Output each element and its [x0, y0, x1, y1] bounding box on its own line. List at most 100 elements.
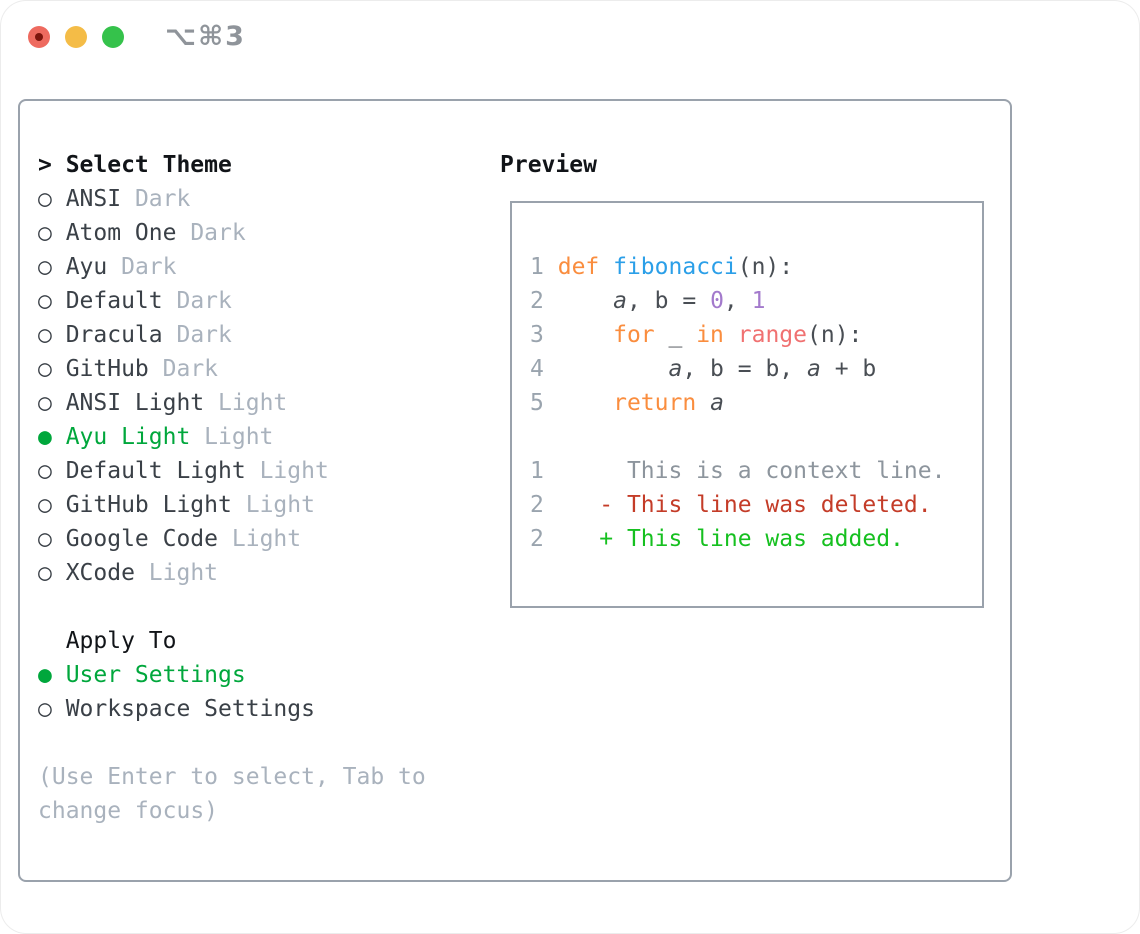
line-number: 4	[530, 356, 544, 382]
apply-option-label: User Settings	[65, 662, 246, 688]
code-token: a	[806, 356, 821, 382]
theme-item-ayu-dark[interactable]: ○Ayu Dark	[38, 250, 478, 284]
theme-name: GitHub	[65, 356, 149, 382]
radio-selected-icon: ●	[38, 662, 52, 688]
apply-to-options: ● User Settings ○Workspace Settings	[38, 658, 478, 726]
code-token: a	[613, 288, 627, 314]
apply-to-header: Apply To	[65, 628, 177, 654]
code-token	[696, 390, 710, 416]
theme-name: Default	[65, 288, 163, 314]
diff-text: This is a context line.	[543, 458, 946, 484]
theme-variant: Light	[231, 526, 302, 552]
theme-name: Atom One	[65, 220, 177, 246]
theme-item-google-code-light[interactable]: ○ Google Code Light	[38, 522, 478, 556]
theme-item-ansi-dark[interactable]: ○ ANSI Dark	[38, 182, 478, 216]
theme-item-github-dark[interactable]: ○ GitHub Dark	[38, 352, 478, 386]
maximize-button[interactable]	[102, 26, 124, 48]
code-token: return	[613, 390, 697, 416]
code-token	[558, 390, 613, 416]
select-theme-header: > Select Theme	[38, 148, 478, 182]
radio-icon: ○	[38, 696, 52, 722]
theme-variant: Dark	[134, 186, 191, 212]
theme-variant: Light	[218, 390, 288, 416]
diff-line-context: 1 This is a context line.	[530, 454, 945, 488]
spacer	[38, 590, 478, 624]
theme-variant: Dark	[190, 220, 246, 246]
code-token: ,	[723, 288, 752, 314]
code-line: 4 a, b = b, a + b	[530, 352, 945, 386]
code-line: 3 for _ in range(n):	[530, 318, 945, 352]
radio-icon: ○	[38, 356, 52, 382]
blank-line	[530, 420, 945, 454]
theme-item-ansi-light-light[interactable]: ○ANSI Light Light	[38, 386, 478, 420]
theme-item-dracula-dark[interactable]: ○ Dracula Dark	[38, 318, 478, 352]
line-number: 5	[530, 390, 544, 416]
diff-text: - This line was deleted.	[543, 492, 932, 518]
theme-name: XCode	[65, 560, 135, 586]
diff-line-added: 2 + This line was added.	[530, 522, 945, 556]
radio-icon: ○	[38, 492, 52, 518]
theme-item-atom-one-dark[interactable]: ○ Atom One Dark	[38, 216, 478, 250]
code-token: (n):	[807, 322, 863, 348]
radio-selected-icon: ●	[38, 424, 52, 450]
code-token: , b =	[626, 288, 711, 314]
code-token: def	[557, 254, 614, 280]
radio-icon: ○	[38, 526, 52, 552]
apply-option-workspace-settings[interactable]: ○Workspace Settings	[38, 692, 478, 726]
radio-icon: ○	[38, 322, 52, 348]
preview-header: Preview	[500, 152, 597, 178]
theme-selector-panel: >Select Theme ○ANSI Dark○Atom One Dark○A…	[18, 99, 1012, 882]
line-number: 2	[530, 288, 544, 314]
theme-name: Default Light	[65, 458, 246, 484]
radio-icon: ○	[38, 220, 52, 246]
theme-item-xcode-light[interactable]: ○ XCode Light	[38, 556, 478, 590]
code-line: 1 def fibonacci(n):	[530, 250, 945, 284]
code-token	[558, 322, 613, 348]
theme-item-github-light-light[interactable]: ○GitHub Light Light	[38, 488, 478, 522]
select-theme-label: Select Theme	[65, 152, 232, 178]
code-token: 1	[751, 288, 766, 314]
theme-variant: Dark	[176, 322, 232, 348]
line-number: 1	[530, 254, 544, 280]
theme-variant: Light	[259, 458, 329, 484]
radio-icon: ○	[38, 186, 52, 212]
selection-cursor-icon: >	[38, 152, 52, 178]
code-token	[724, 322, 738, 348]
radio-icon: ○	[38, 254, 52, 280]
code-token	[558, 288, 613, 314]
theme-variant: Dark	[176, 288, 232, 314]
code-token: _	[654, 322, 697, 348]
code-token: (n):	[737, 254, 794, 280]
code-token: a	[710, 390, 724, 416]
window-title: ⌥⌘3	[165, 21, 246, 52]
theme-variant: Dark	[121, 254, 177, 280]
minimize-button[interactable]	[65, 26, 87, 48]
line-number: 3	[530, 322, 544, 348]
theme-item-default-dark[interactable]: ○Default Dark	[38, 284, 478, 318]
theme-name: GitHub Light	[65, 492, 232, 518]
apply-option-user-settings[interactable]: ● User Settings	[38, 658, 478, 692]
line-number: 2	[530, 492, 544, 518]
line-number: 1	[530, 458, 544, 484]
radio-icon: ○	[38, 458, 52, 484]
theme-name: ANSI	[65, 186, 122, 212]
code-line: 5 return a	[530, 386, 945, 420]
diff-line-deleted: 2 - This line was deleted.	[530, 488, 945, 522]
theme-item-default-light-light[interactable]: ○ Default Light Light	[38, 454, 478, 488]
theme-variant: Dark	[162, 356, 219, 382]
code-token: for	[613, 322, 655, 348]
code-token: fibonacci	[613, 254, 738, 280]
code-token: in	[696, 322, 724, 348]
theme-item-ayu-light-light[interactable]: ●Ayu Light Light	[38, 420, 478, 454]
code-token: 0	[710, 288, 724, 314]
theme-name: Google Code	[65, 526, 219, 552]
radio-icon: ○	[38, 390, 52, 416]
close-button[interactable]	[28, 26, 50, 48]
radio-icon: ○	[38, 560, 52, 586]
theme-name: Dracula	[65, 322, 163, 348]
line-number: 2	[530, 526, 544, 552]
theme-variant: Light	[148, 560, 219, 586]
